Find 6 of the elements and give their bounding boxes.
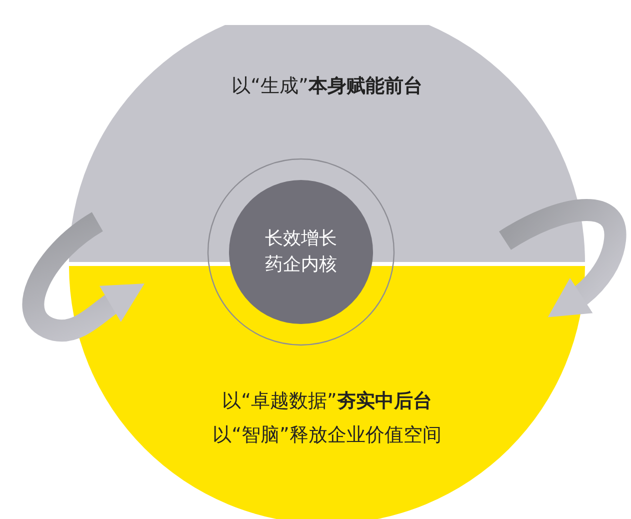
heading-text: 以“生成”本身赋能前台 [230,74,424,99]
body-text: 以“智脑”释放企业价值空间 [212,423,442,448]
heading-text: 以“卓越数据”夯实中后台 [221,389,433,414]
core-label: 长效增长药企内核 [264,226,338,277]
curved-arrow [499,199,626,318]
curved-arrow [22,212,144,342]
